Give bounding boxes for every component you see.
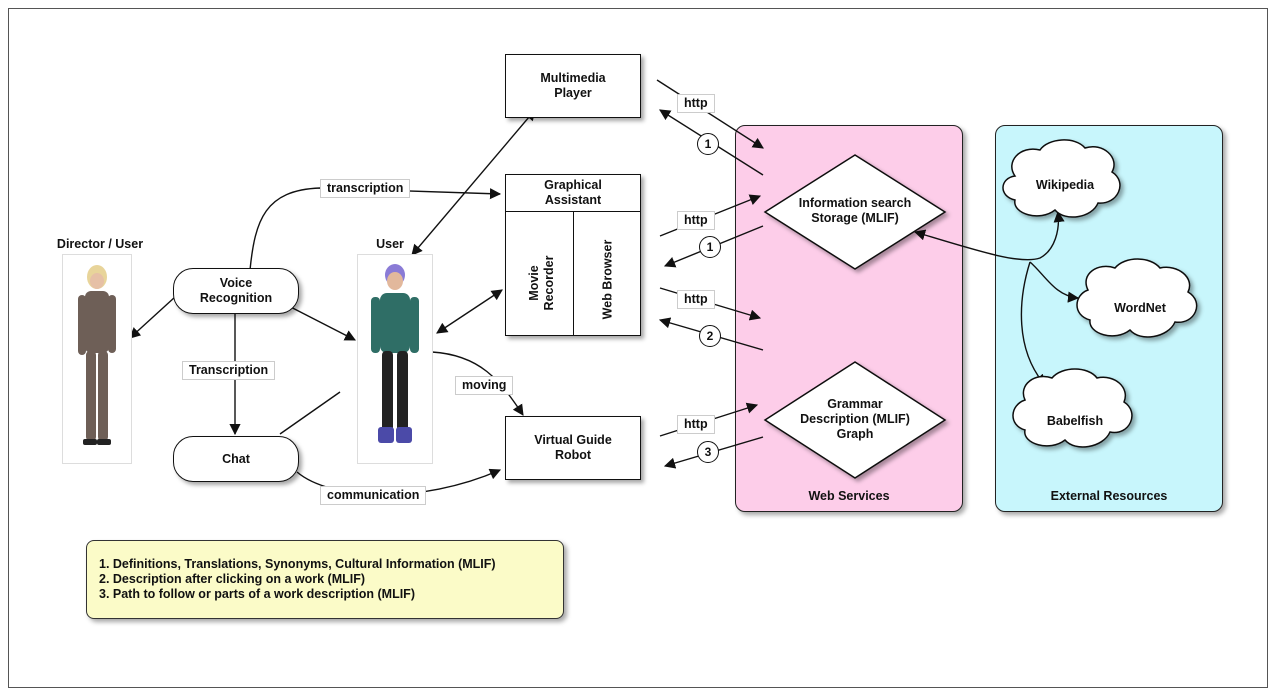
- edge-voice-to-assistant: [249, 187, 502, 271]
- director-avatar: [62, 254, 132, 464]
- multimedia-player-node: Multimedia Player: [505, 54, 641, 118]
- edge-user-player: [411, 109, 536, 256]
- web-browser-label: Web Browser: [600, 239, 615, 320]
- edge-wikipedia-babelfish: [1020, 261, 1046, 386]
- voice-recognition-node: Voice Recognition: [173, 268, 299, 314]
- director-title: Director / User: [56, 237, 144, 251]
- step-circle-1b: 1: [699, 236, 721, 258]
- grammar-description-label: Grammar Description (MLIF) Graph: [800, 397, 910, 441]
- http-player-out: [656, 79, 764, 149]
- legend-item-2: 2. Description after clicking on a work …: [99, 572, 366, 586]
- http-label-browser: http: [677, 290, 715, 309]
- movie-recorder-label: Movie Recorder: [527, 255, 556, 311]
- babelfish-cloud: [1012, 368, 1133, 448]
- user-avatar: [357, 254, 433, 464]
- legend-note: 1. Definitions, Translations, Synonyms, …: [86, 540, 564, 619]
- http-label-robot: http: [677, 415, 715, 434]
- wordnet-label: WordNet: [1114, 301, 1166, 315]
- edge-user-assistant: [436, 289, 503, 334]
- step-circle-3: 3: [697, 441, 719, 463]
- edge-user-chat: [279, 391, 341, 435]
- director-figure-icon: [78, 265, 116, 445]
- edge-voice-to-director: [129, 296, 176, 339]
- user-title: User: [376, 237, 404, 251]
- graphical-assistant-header: Graphical Assistant: [506, 175, 640, 212]
- web-services-label: Web Services: [808, 489, 890, 503]
- grammar-description-diamond: [763, 361, 947, 479]
- http-label-assistant: http: [677, 211, 715, 230]
- virtual-guide-robot-node: Virtual Guide Robot: [505, 416, 641, 480]
- babelfish-label: Babelfish: [1046, 414, 1104, 428]
- graphical-assistant-label: Graphical Assistant: [544, 178, 602, 207]
- legend-item-1: 1. Definitions, Translations, Synonyms, …: [99, 557, 496, 571]
- communication-label: communication: [320, 486, 427, 505]
- edge-user-robot: [431, 351, 524, 416]
- chat-label: Chat: [222, 451, 250, 466]
- voice-recognition-label: Voice Recognition: [199, 276, 273, 305]
- transcription-mid-label: Transcription: [182, 361, 276, 380]
- wikipedia-cloud: [1002, 139, 1121, 218]
- user-figure-icon: [371, 264, 419, 443]
- information-search-diamond: [763, 154, 947, 270]
- legend-item-3: 3. Path to follow or parts of a work des…: [99, 587, 415, 601]
- chat-node: Chat: [173, 436, 299, 482]
- external-resources-label: External Resources: [1050, 489, 1168, 503]
- edge-info-wordnet: [1029, 261, 1080, 303]
- information-search-label: Information search Storage (MLIF): [798, 196, 912, 225]
- wordnet-cloud: [1076, 258, 1198, 338]
- graphical-assistant-divider: [573, 211, 574, 335]
- multimedia-player-label: Multimedia Player: [540, 71, 606, 100]
- wikipedia-label: Wikipedia: [1035, 178, 1095, 192]
- edge-info-wikipedia: [913, 210, 1065, 261]
- graphical-assistant-node: Graphical Assistant: [505, 174, 641, 336]
- step-circle-1a: 1: [697, 133, 719, 155]
- transcription-top-label: transcription: [320, 179, 411, 198]
- virtual-guide-robot-label: Virtual Guide Robot: [534, 433, 612, 462]
- http-label-player: http: [677, 94, 715, 113]
- step-circle-2: 2: [699, 325, 721, 347]
- moving-label: moving: [455, 376, 514, 395]
